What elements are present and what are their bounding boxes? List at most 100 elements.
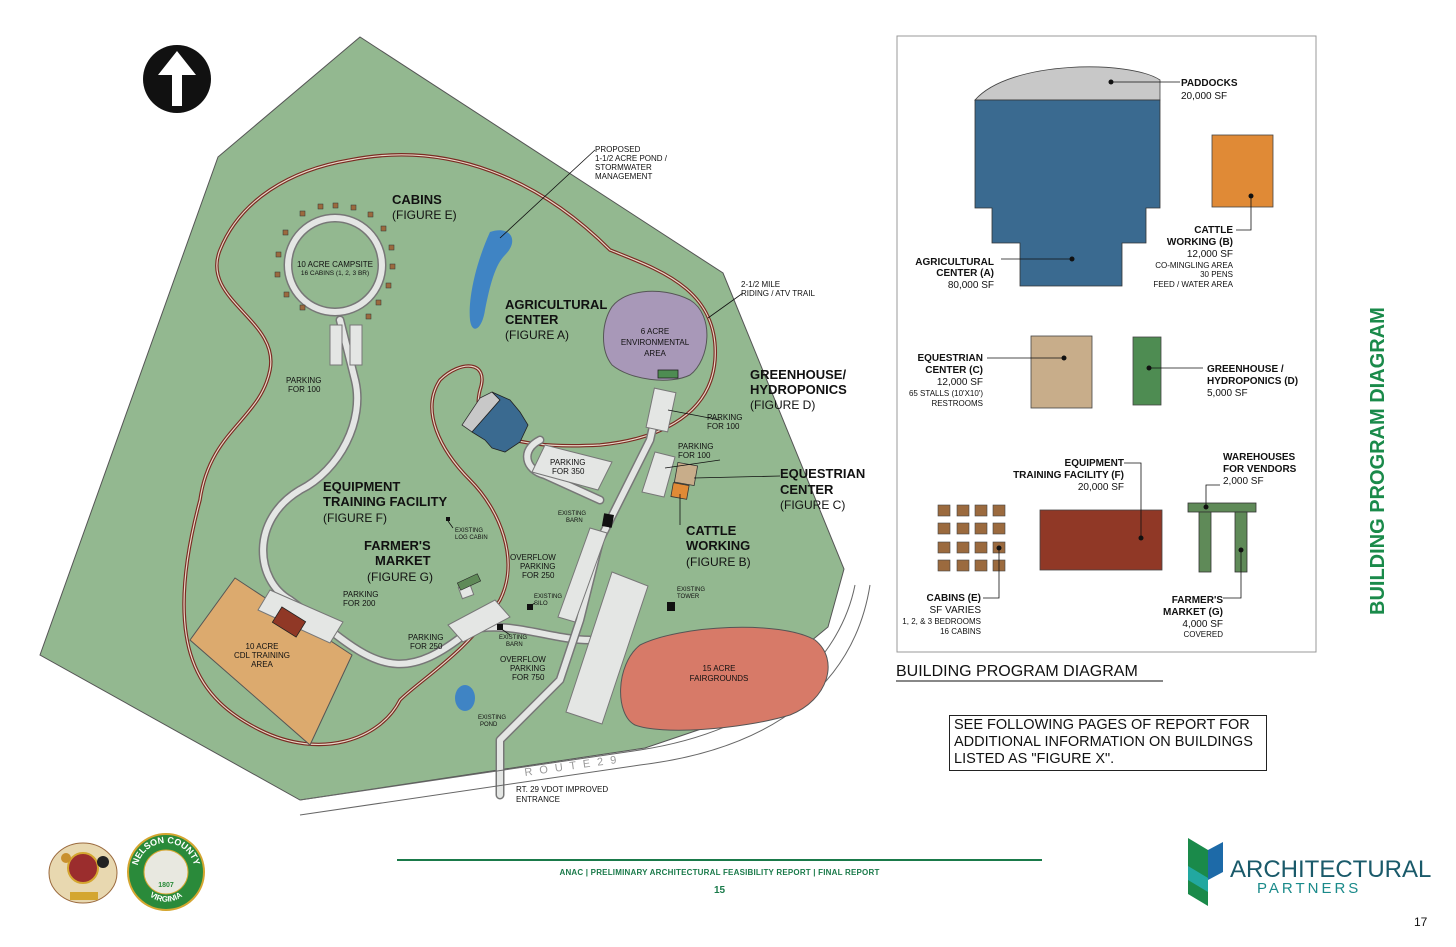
footer-rule: [397, 859, 1042, 861]
cattle-building: [670, 482, 690, 500]
svg-text:12,000 SF: 12,000 SF: [1187, 249, 1233, 260]
svg-text:PADDOCKS: PADDOCKS: [1181, 78, 1238, 89]
svg-text:COVERED: COVERED: [1183, 630, 1223, 639]
svg-text:MARKET: MARKET: [375, 553, 431, 568]
svg-text:2-1/2 MILE: 2-1/2 MILE: [741, 280, 780, 289]
cabins-title: CABINS: [392, 192, 442, 207]
svg-text:ENTRANCE: ENTRANCE: [516, 795, 560, 804]
svg-text:PARKING: PARKING: [520, 562, 555, 571]
svg-text:PARKING: PARKING: [678, 442, 713, 451]
svg-text:(FIGURE A): (FIGURE A): [505, 328, 569, 342]
svg-text:GREENHOUSE /: GREENHOUSE /: [1207, 364, 1284, 375]
svg-text:FOR 350: FOR 350: [552, 467, 585, 476]
overflow-parking-750: [565, 571, 649, 725]
environmental-area: [603, 290, 708, 381]
svg-text:PARKING: PARKING: [510, 664, 545, 673]
logo-line2: PARTNERS: [1257, 880, 1361, 897]
fairgrounds: [620, 626, 829, 731]
svg-text:AREA: AREA: [644, 349, 666, 358]
architectural-partners-logo-icon: [1188, 838, 1223, 906]
svg-text:(FIGURE F): (FIGURE F): [323, 511, 387, 525]
parking-200: [257, 589, 344, 644]
svg-text:PARKING: PARKING: [286, 376, 321, 385]
svg-text:SILO: SILO: [534, 601, 548, 607]
svg-text:6 ACRE: 6 ACRE: [641, 327, 669, 336]
svg-text:20,000 SF: 20,000 SF: [1078, 482, 1124, 493]
agricultural-building: [461, 391, 529, 453]
seal-year: 1807: [158, 882, 174, 889]
overflow-parking-250: [557, 527, 608, 623]
svg-text:16 CABINS: 16 CABINS: [940, 627, 981, 636]
farmers-title: FARMER'S: [364, 538, 431, 553]
north-arrow-icon: [143, 45, 211, 113]
farmers-market-parking: [447, 599, 511, 643]
equestrian-title: EQUESTRIAN: [780, 466, 865, 481]
svg-text:STORMWATER: STORMWATER: [595, 163, 652, 172]
diagram-caption: BUILDING PROGRAM DIAGRAM: [896, 663, 1138, 680]
see-following-pages-note: SEE FOLLOWING PAGES OF REPORT FOR ADDITI…: [949, 715, 1267, 771]
svg-text:FARMER'S: FARMER'S: [1172, 595, 1224, 606]
svg-text:BARN: BARN: [566, 518, 583, 524]
svg-text:FOR 100: FOR 100: [678, 451, 711, 460]
svg-text:OVERFLOW: OVERFLOW: [510, 553, 556, 562]
svg-text:EXISTING: EXISTING: [455, 528, 483, 534]
svg-text:5,000 SF: 5,000 SF: [1207, 388, 1248, 399]
svg-text:PARKING: PARKING: [550, 458, 585, 467]
svg-text:FOR VENDORS: FOR VENDORS: [1223, 464, 1297, 475]
diagram-equipment: [1039, 509, 1163, 571]
diagram-labels: PADDOCKS 20,000 SF AGRICULTURAL CENTER (…: [902, 78, 1298, 639]
footer-report-title: ANAC | PRELIMINARY ARCHITECTURAL FEASIBI…: [559, 868, 880, 877]
svg-text:20,000 SF: 20,000 SF: [1181, 91, 1227, 102]
parking-350: [531, 444, 613, 491]
svg-text:FEED / WATER AREA: FEED / WATER AREA: [1153, 280, 1233, 289]
svg-text:TRAINING FACILITY: TRAINING FACILITY: [323, 494, 448, 509]
svg-text:CENTER (C): CENTER (C): [925, 365, 983, 376]
campsite-title: 10 ACRE CAMPSITE: [297, 260, 373, 269]
svg-text:CENTER (A): CENTER (A): [936, 268, 994, 279]
svg-text:FAIRGROUNDS: FAIRGROUNDS: [690, 674, 749, 683]
site-labels: CABINS (FIGURE E) PROPOSED 1-1/2 ACRE PO…: [234, 145, 865, 804]
svg-text:FOR 100: FOR 100: [288, 385, 321, 394]
diagram-paddocks: [974, 66, 1161, 101]
equestrian-building: [673, 461, 699, 487]
svg-text:(FIGURE G): (FIGURE G): [367, 570, 433, 584]
svg-text:FOR 200: FOR 200: [343, 599, 376, 608]
svg-text:WORKING (B): WORKING (B): [1167, 237, 1233, 248]
svg-text:BARN: BARN: [506, 642, 523, 648]
svg-text:(FIGURE B): (FIGURE B): [686, 555, 751, 569]
svg-text:SF VARIES: SF VARIES: [930, 605, 982, 616]
seal-emblem-icon: [48, 842, 118, 904]
svg-text:15 ACRE: 15 ACRE: [703, 664, 736, 673]
corner-page-number: 17: [1414, 915, 1428, 929]
svg-text:TRAINING FACILITY (F): TRAINING FACILITY (F): [1013, 470, 1124, 481]
svg-text:4,000 SF: 4,000 SF: [1182, 619, 1223, 630]
logo-line1: ARCHITECTURAL: [1230, 856, 1431, 883]
svg-text:ENVIRONMENTAL: ENVIRONMENTAL: [621, 338, 690, 347]
equipment-title: EQUIPMENT: [323, 479, 400, 494]
seal-bottom-text: VIRGINIA: [148, 890, 184, 904]
county-seal-icon: NELSON COUNTY VIRGINIA 1807: [127, 833, 205, 911]
svg-text:EXISTING: EXISTING: [677, 587, 705, 593]
svg-text:EXISTING: EXISTING: [478, 715, 506, 721]
greenhouse-title: GREENHOUSE/: [750, 367, 846, 382]
diagram-agricultural: [974, 99, 1161, 287]
diagram-farmers-market: [1187, 502, 1257, 573]
svg-text:AGRICULTURAL: AGRICULTURAL: [915, 257, 994, 268]
equipment-building: [271, 606, 307, 638]
svg-text:EXISTING: EXISTING: [499, 635, 527, 641]
svg-text:10 ACRE: 10 ACRE: [246, 642, 279, 651]
svg-text:CDL TRAINING: CDL TRAINING: [234, 651, 290, 660]
svg-text:PARKING: PARKING: [408, 633, 443, 642]
svg-text:CABINS (E): CABINS (E): [927, 593, 981, 604]
svg-text:WORKING: WORKING: [686, 538, 750, 553]
svg-text:FOR 250: FOR 250: [522, 571, 555, 580]
cabin-markers: [274, 202, 396, 320]
svg-text:LOG CABIN: LOG CABIN: [455, 535, 488, 541]
proposed-pond: [469, 230, 513, 329]
svg-text:CENTER: CENTER: [505, 312, 559, 327]
svg-text:TOWER: TOWER: [677, 594, 700, 600]
svg-text:RT. 29 VDOT IMPROVED: RT. 29 VDOT IMPROVED: [516, 785, 608, 794]
svg-text:CO-MINGLING AREA: CO-MINGLING AREA: [1155, 261, 1233, 270]
